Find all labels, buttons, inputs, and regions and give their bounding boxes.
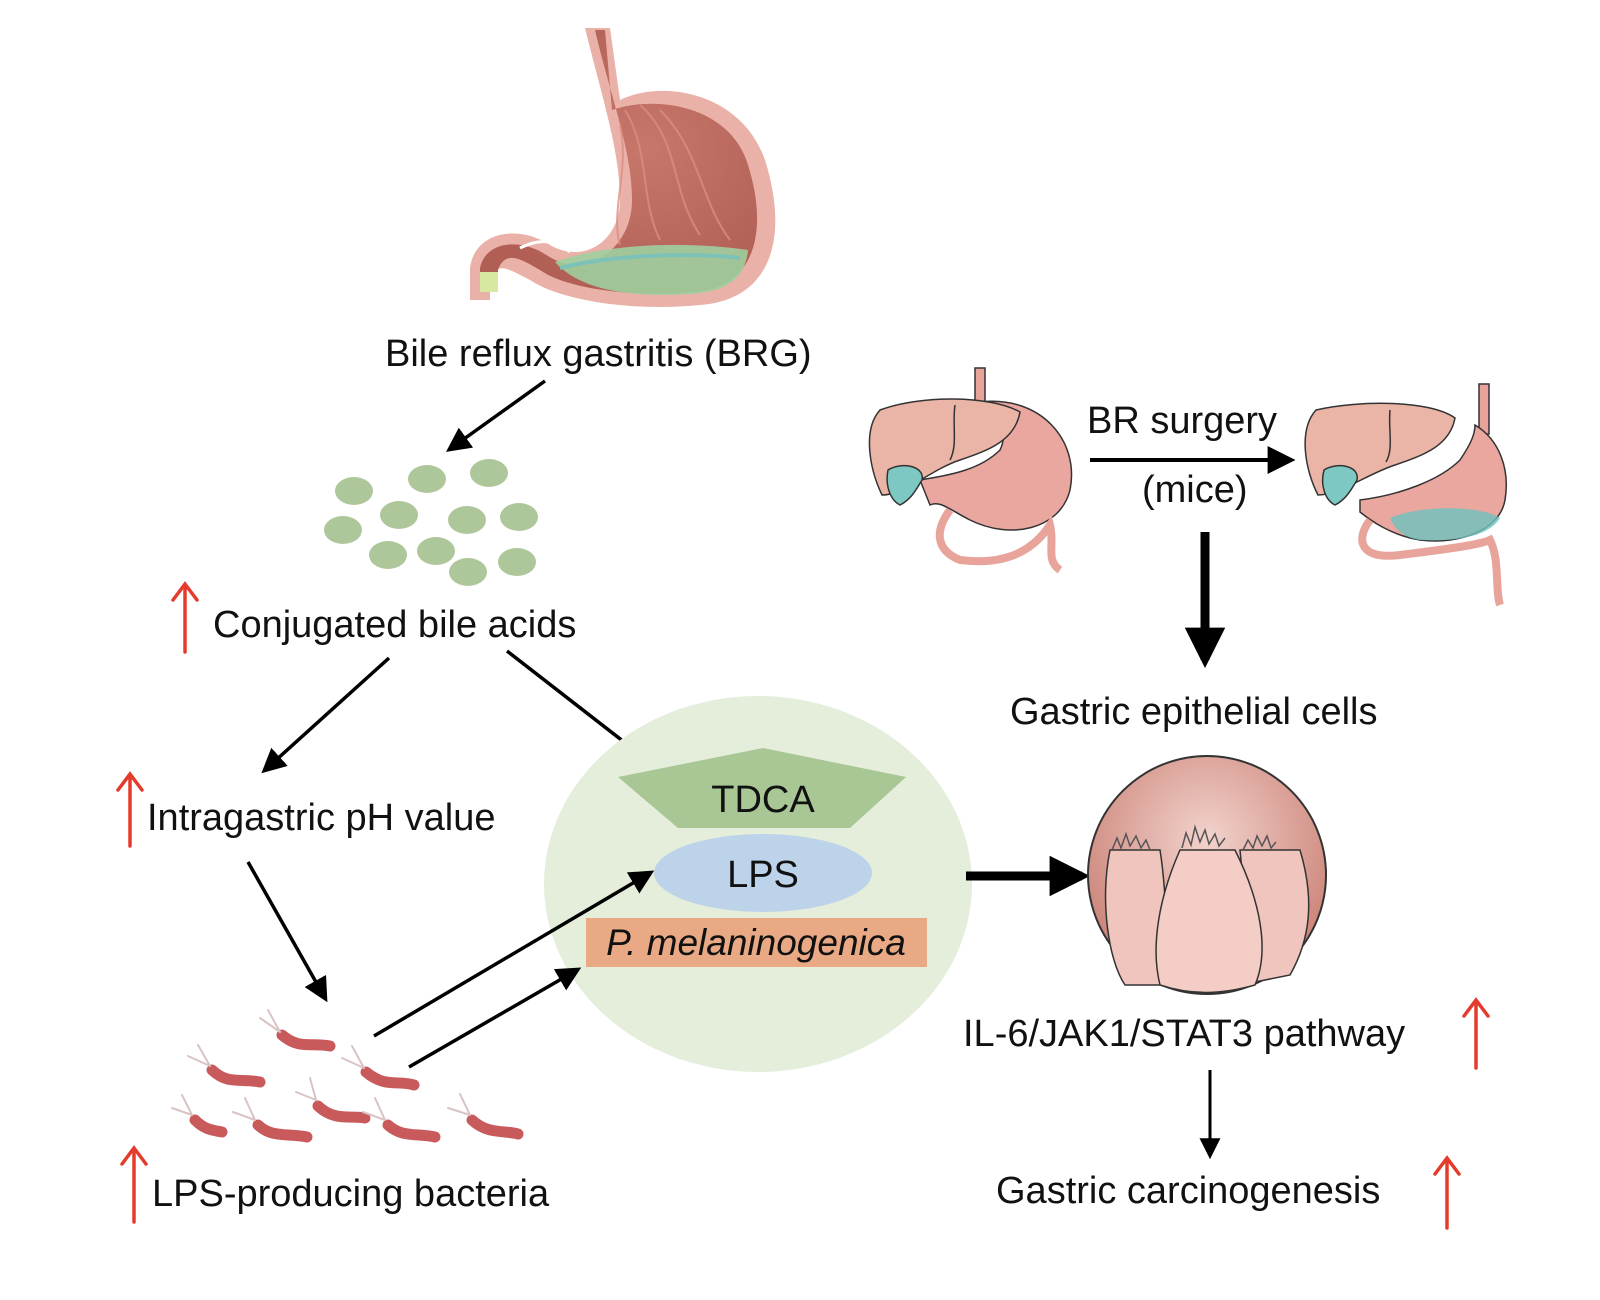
bacterium	[362, 1097, 441, 1143]
surgery-sublabel: (mice)	[1142, 469, 1248, 511]
up-arrow-bacteria-icon	[120, 1145, 148, 1224]
bile-acid-dot	[324, 516, 362, 544]
bile-acid-molecules	[324, 459, 538, 586]
bile-acid-dot	[498, 548, 536, 576]
mouse-anatomy-after-surgery	[1304, 383, 1507, 607]
up-arrow-pathway-icon	[1462, 997, 1490, 1070]
bile-acid-dot	[449, 558, 487, 586]
bacterium	[187, 1044, 266, 1088]
arrow-bacteria-to-lps	[373, 870, 655, 1038]
up-arrow-ph-icon	[116, 771, 144, 848]
bile-acid-dot	[335, 477, 373, 505]
arrow-ph-to-bacteria	[246, 861, 328, 1003]
bile-acid-dot	[470, 459, 508, 487]
pathway-label: IL-6/JAK1/STAT3 pathway	[963, 1013, 1406, 1055]
bacterium	[259, 1009, 336, 1052]
brg-label: Bile reflux gastritis (BRG)	[385, 333, 812, 375]
arrow-bacteria-to-species	[408, 967, 582, 1069]
tdca-shape	[618, 748, 906, 828]
bile-acid-dot	[408, 465, 446, 493]
bacterium	[447, 1093, 524, 1140]
up-arrow-carcinogenesis-icon	[1433, 1155, 1461, 1230]
lps-producing-bacteria	[171, 1009, 524, 1143]
bacteria-label: LPS-producing bacteria	[152, 1173, 550, 1215]
bacterium	[295, 1077, 371, 1124]
species-box	[586, 918, 927, 967]
arrow-bile-acids-to-ph	[261, 656, 391, 774]
epithelial-cells-label: Gastric epithelial cells	[1010, 691, 1378, 733]
up-arrow-bile-acids-icon	[171, 581, 199, 654]
bacterium	[171, 1094, 228, 1138]
carcinogenesis-label: Gastric carcinogenesis	[996, 1170, 1381, 1212]
mouse-anatomy-before-surgery	[868, 367, 1073, 574]
surgery-label: BR surgery	[1087, 400, 1278, 442]
ph-label: Intragastric pH value	[147, 797, 496, 839]
lps-shape	[654, 834, 872, 912]
bacterium	[341, 1045, 420, 1091]
gastric-epithelium-illustration	[1087, 755, 1327, 995]
lps-label: LPS	[727, 854, 799, 896]
stomach-bile-reflux-illustration	[470, 28, 776, 308]
bacterium	[232, 1097, 313, 1143]
bile-acid-dot	[448, 506, 486, 534]
bile-acid-dot	[417, 537, 455, 565]
bile-acid-dot	[369, 541, 407, 569]
bile-acid-dot	[500, 503, 538, 531]
species-label: P. melaninogenica	[606, 922, 906, 963]
bile-acids-label: Conjugated bile acids	[213, 604, 577, 646]
tdca-label: TDCA	[711, 779, 815, 821]
bile-acid-dot	[380, 501, 418, 529]
arrow-brg-to-bile-acids	[446, 379, 547, 452]
